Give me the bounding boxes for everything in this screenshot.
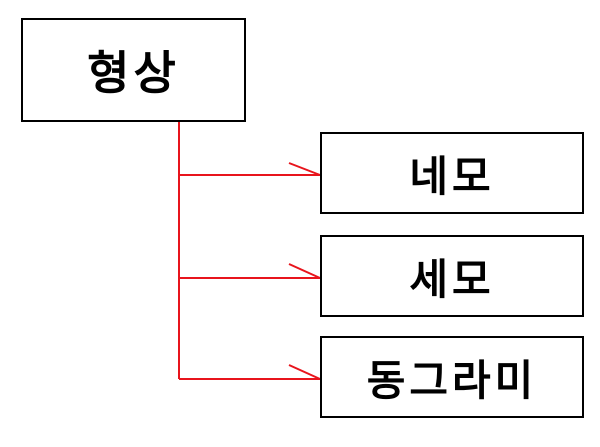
arrowhead-3 xyxy=(288,364,321,380)
child-node-2-label: 세모 xyxy=(409,254,495,304)
child-node-3: 동그라미 xyxy=(320,336,584,418)
root-node-label: 형상 xyxy=(87,46,180,100)
child-node-1: 네모 xyxy=(320,132,584,214)
child-node-3-label: 동그라미 xyxy=(366,355,538,405)
root-node: 형상 xyxy=(21,18,246,122)
arrowhead-1 xyxy=(288,162,321,176)
arrowhead-2 xyxy=(288,263,321,279)
child-node-2: 세모 xyxy=(320,235,584,317)
child-node-1-label: 네모 xyxy=(409,151,495,201)
